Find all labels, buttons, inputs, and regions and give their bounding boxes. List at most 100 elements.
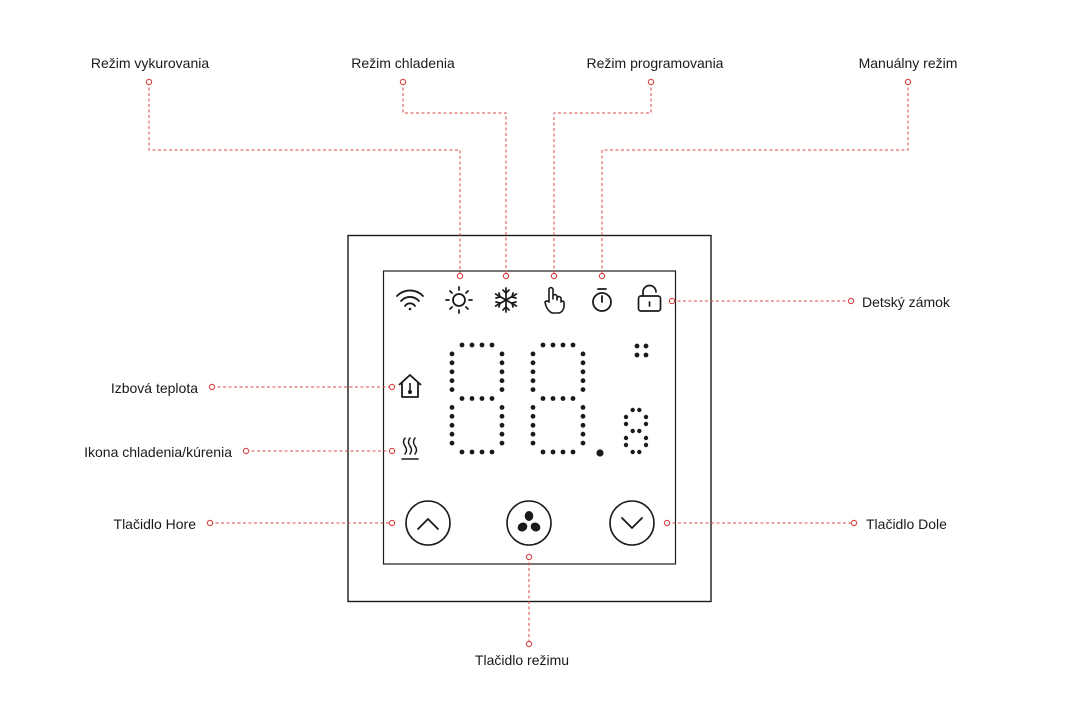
display-dot [489, 342, 495, 348]
display-dot [570, 342, 576, 348]
display-dot [459, 396, 465, 401]
callout-child-lock: Detský zámok [862, 294, 950, 310]
display-dot [623, 421, 629, 427]
callout-room-temperature: Izbová teplota [110, 380, 198, 396]
callout-heating-mode: Režim vykurovania [90, 55, 210, 71]
display-dot [540, 342, 546, 348]
down-button[interactable] [609, 500, 655, 546]
display-dot [469, 342, 475, 348]
display-dot [449, 369, 455, 375]
display-dot [459, 342, 465, 348]
snowflake-icon [494, 287, 518, 313]
display-dot [643, 435, 649, 441]
display-dot [637, 449, 642, 455]
display-dot [499, 413, 505, 419]
display-dot [630, 449, 635, 455]
leader-lines [148, 82, 909, 642]
display-dot [623, 435, 629, 441]
display-dot [499, 440, 505, 446]
display-dot [479, 396, 485, 401]
timer-icon [592, 288, 612, 312]
callout-up-button: Tlačidlo Hore [113, 516, 196, 532]
leader-manual [601, 82, 909, 276]
display-dot [530, 431, 536, 437]
display-dot [634, 343, 640, 349]
display-dot [489, 396, 495, 401]
display-dot [499, 422, 505, 428]
display-dot [643, 343, 649, 349]
display-dot [623, 442, 629, 448]
display-dot [530, 440, 536, 446]
display-dot [580, 387, 586, 392]
display-dot [489, 449, 495, 455]
display-dot [499, 387, 505, 392]
callout-down-button: Tlačidlo Dole [866, 516, 947, 532]
display-dot [530, 351, 536, 357]
callout-mode-button: Tlačidlo režimu [474, 652, 570, 668]
up-button[interactable] [405, 500, 451, 546]
display-dot [499, 431, 505, 437]
display-dot [643, 442, 649, 448]
display-dot [449, 405, 455, 410]
fan-icon [517, 511, 541, 532]
display-dot [469, 449, 475, 455]
display-dot [530, 405, 536, 410]
display-dot [570, 396, 576, 401]
display-dot [637, 407, 642, 413]
display-dot [449, 413, 455, 419]
display-dot [530, 369, 536, 375]
dot-matrix-display [449, 342, 649, 457]
chevron-down-icon [621, 517, 643, 529]
display-dot [580, 351, 586, 357]
display-dot [449, 422, 455, 428]
house-thermometer-icon [398, 374, 422, 398]
callout-cooling-mode: Režim chladenia [351, 55, 455, 71]
display-dot [449, 440, 455, 446]
display-dot [499, 360, 505, 366]
display-dot [449, 360, 455, 366]
display-dot [499, 378, 505, 384]
leader-heating [148, 82, 461, 276]
display-dot [630, 428, 635, 434]
display-dot [596, 449, 604, 457]
display-dot [449, 431, 455, 437]
display-dot [580, 369, 586, 375]
display-dot [570, 449, 576, 455]
display-dot [580, 440, 586, 446]
display-dot [459, 449, 465, 455]
callout-cool-heat-icon: Ikona chladenia/kúrenia [84, 444, 232, 460]
chevron-up-icon [417, 518, 439, 530]
display-dot [550, 342, 556, 348]
display-dot [530, 422, 536, 428]
display-dot [560, 396, 566, 401]
callout-programming-mode: Režim programovania [586, 55, 724, 71]
display-dot [499, 369, 505, 375]
display-dot [580, 431, 586, 437]
display-dot [540, 396, 546, 401]
display-dot [550, 396, 556, 401]
display-dot [580, 360, 586, 366]
display-dot [643, 352, 649, 358]
display-dot [580, 378, 586, 384]
display-dot [580, 422, 586, 428]
leader-cooling [402, 82, 507, 276]
hand-icon [544, 286, 565, 314]
display-dot [499, 405, 505, 410]
display-dot [623, 414, 629, 420]
display-dot [499, 351, 505, 357]
display-dot [530, 413, 536, 419]
display-dot [479, 342, 485, 348]
display-dot [560, 342, 566, 348]
sun-icon [445, 286, 473, 314]
leader-programming [553, 82, 652, 276]
wifi-icon [396, 289, 424, 311]
display-dot [479, 449, 485, 455]
display-dot [630, 407, 635, 413]
display-dot [530, 378, 536, 384]
display-dot [643, 414, 649, 420]
mode-button[interactable] [506, 500, 552, 546]
display-dot [449, 387, 455, 392]
display-dot [530, 387, 536, 392]
callout-manual-mode: Manuálny režim [858, 55, 958, 71]
